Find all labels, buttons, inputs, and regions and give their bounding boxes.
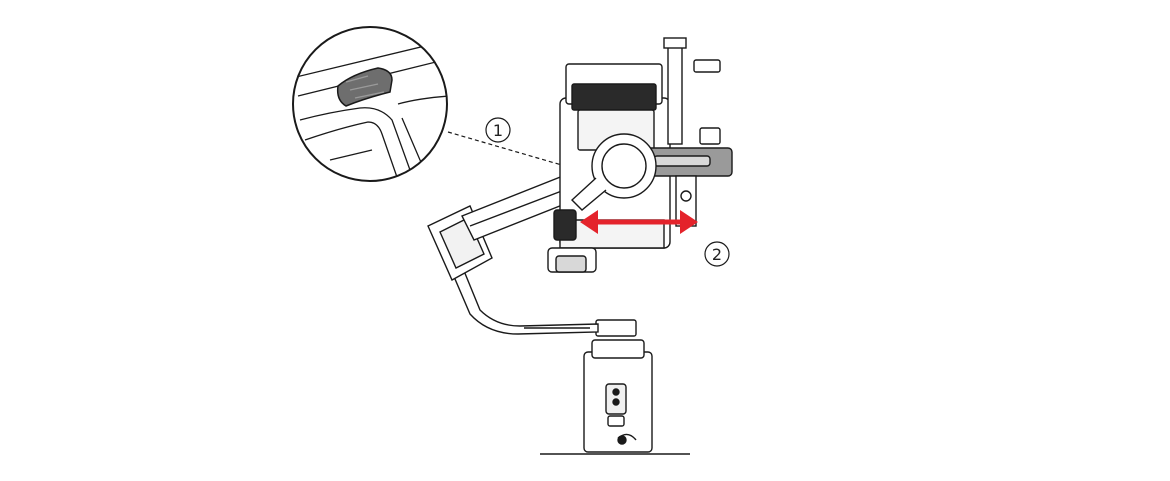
left-right-arrow-icon: [580, 210, 698, 234]
callout-2-label: 2: [712, 245, 722, 264]
callout-1: 1: [485, 117, 511, 143]
zoom-detail: [292, 26, 448, 182]
leader-line: [447, 131, 573, 169]
gimbal: [427, 37, 733, 455]
lock-switch-closeup: [336, 67, 393, 107]
callout-1-label: 1: [493, 121, 503, 140]
callout-2: 2: [704, 241, 730, 267]
